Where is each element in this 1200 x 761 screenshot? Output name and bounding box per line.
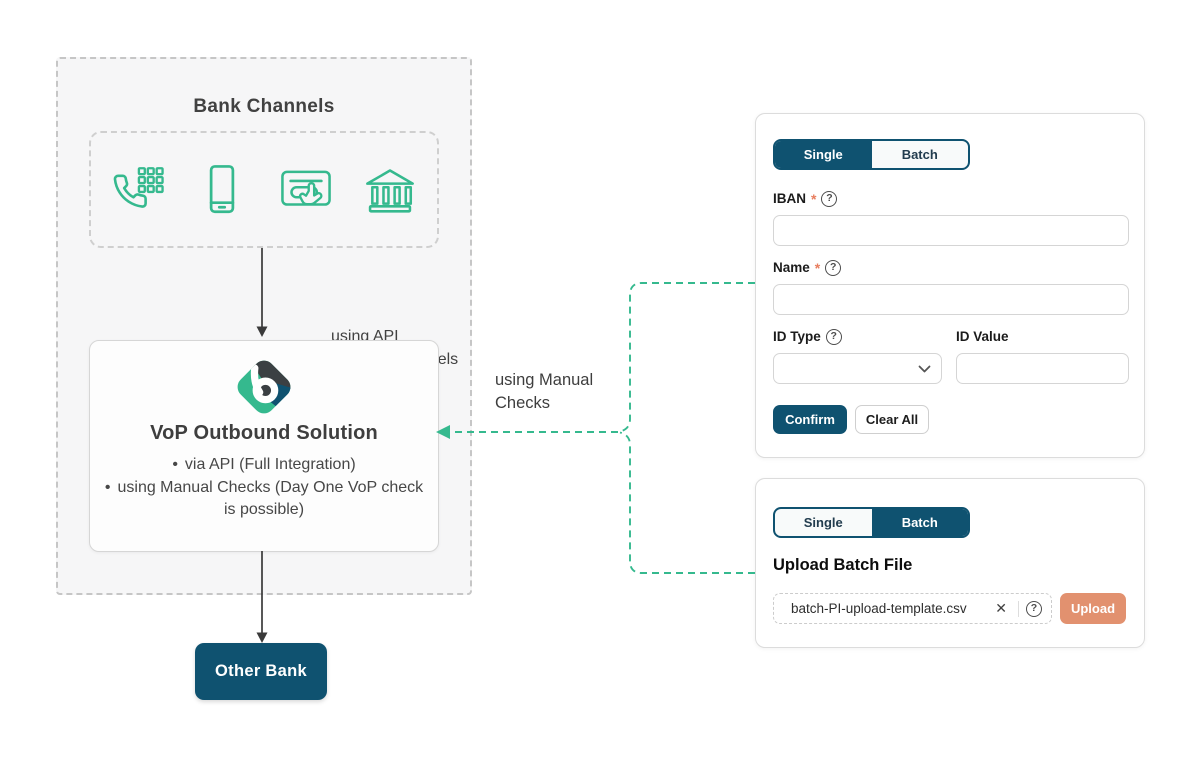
tab-single[interactable]: Single [803, 515, 843, 530]
tab-batch[interactable]: Batch [871, 509, 968, 536]
id-value-label: ID Value [956, 329, 1009, 344]
manual-checks-connector [444, 282, 755, 574]
clear-all-button[interactable]: Clear All [855, 405, 929, 434]
payment-terminal-icon [281, 170, 331, 206]
bank-channels-container: Bank Channels [56, 57, 472, 595]
single-check-panel: Single Batch IBAN * ? Name * ? ID Type ?… [755, 113, 1145, 458]
chevron-down-icon [918, 365, 931, 372]
name-input[interactable] [773, 284, 1129, 315]
help-icon[interactable]: ? [825, 259, 842, 276]
tab-batch[interactable]: Batch [901, 147, 938, 162]
id-type-label: ID Type ? [773, 328, 842, 345]
help-icon[interactable]: ? [1026, 600, 1042, 617]
upload-batch-file-heading: Upload Batch File [773, 556, 913, 574]
vop-bullet-2: •using Manual Checks (Day One VoP check … [104, 478, 424, 519]
vop-title: VoP Outbound Solution [150, 422, 378, 444]
required-asterisk: * [811, 190, 817, 207]
id-value-input[interactable] [956, 353, 1129, 384]
vop-outbound-solution-box: VoP Outbound Solution •via API (Full Int… [89, 340, 439, 552]
confirm-button[interactable]: Confirm [773, 405, 847, 434]
iban-label: IBAN * ? [773, 190, 838, 207]
bank-channels-title: Bank Channels [193, 96, 335, 117]
upload-button[interactable]: Upload [1060, 593, 1126, 624]
remove-file-icon[interactable]: ✕ [995, 600, 1007, 616]
phone-keypad-icon [113, 166, 164, 208]
manual-checks-arrow-label: using Manual Checks [495, 371, 594, 413]
batch-upload-panel: Single Batch Upload Batch File batch-PI-… [755, 478, 1145, 648]
iban-input[interactable] [773, 215, 1129, 246]
help-icon[interactable]: ? [825, 328, 842, 345]
name-label: Name * ? [773, 259, 842, 276]
required-asterisk: * [814, 259, 821, 276]
bank-building-icon [366, 168, 414, 213]
tab-single[interactable]: Single [775, 141, 872, 168]
help-icon[interactable]: ? [821, 190, 838, 207]
other-bank-node: Other Bank [195, 643, 327, 700]
divider [1018, 600, 1019, 617]
single-batch-tabs: Single Batch [773, 139, 970, 170]
mobile-phone-icon [209, 164, 235, 213]
id-type-select[interactable] [773, 353, 942, 384]
channel-icons-box [89, 131, 439, 248]
single-batch-tabs: Single Batch [773, 507, 970, 538]
vop-logo-icon [233, 356, 295, 418]
selected-file-chip[interactable]: batch-PI-upload-template.csv ✕ ? [773, 593, 1052, 624]
vop-bullet-list: •via API (Full Integration) •using Manua… [90, 454, 438, 522]
vop-bullet-1: •via API (Full Integration) [172, 456, 356, 473]
file-name: batch-PI-upload-template.csv [791, 601, 967, 616]
